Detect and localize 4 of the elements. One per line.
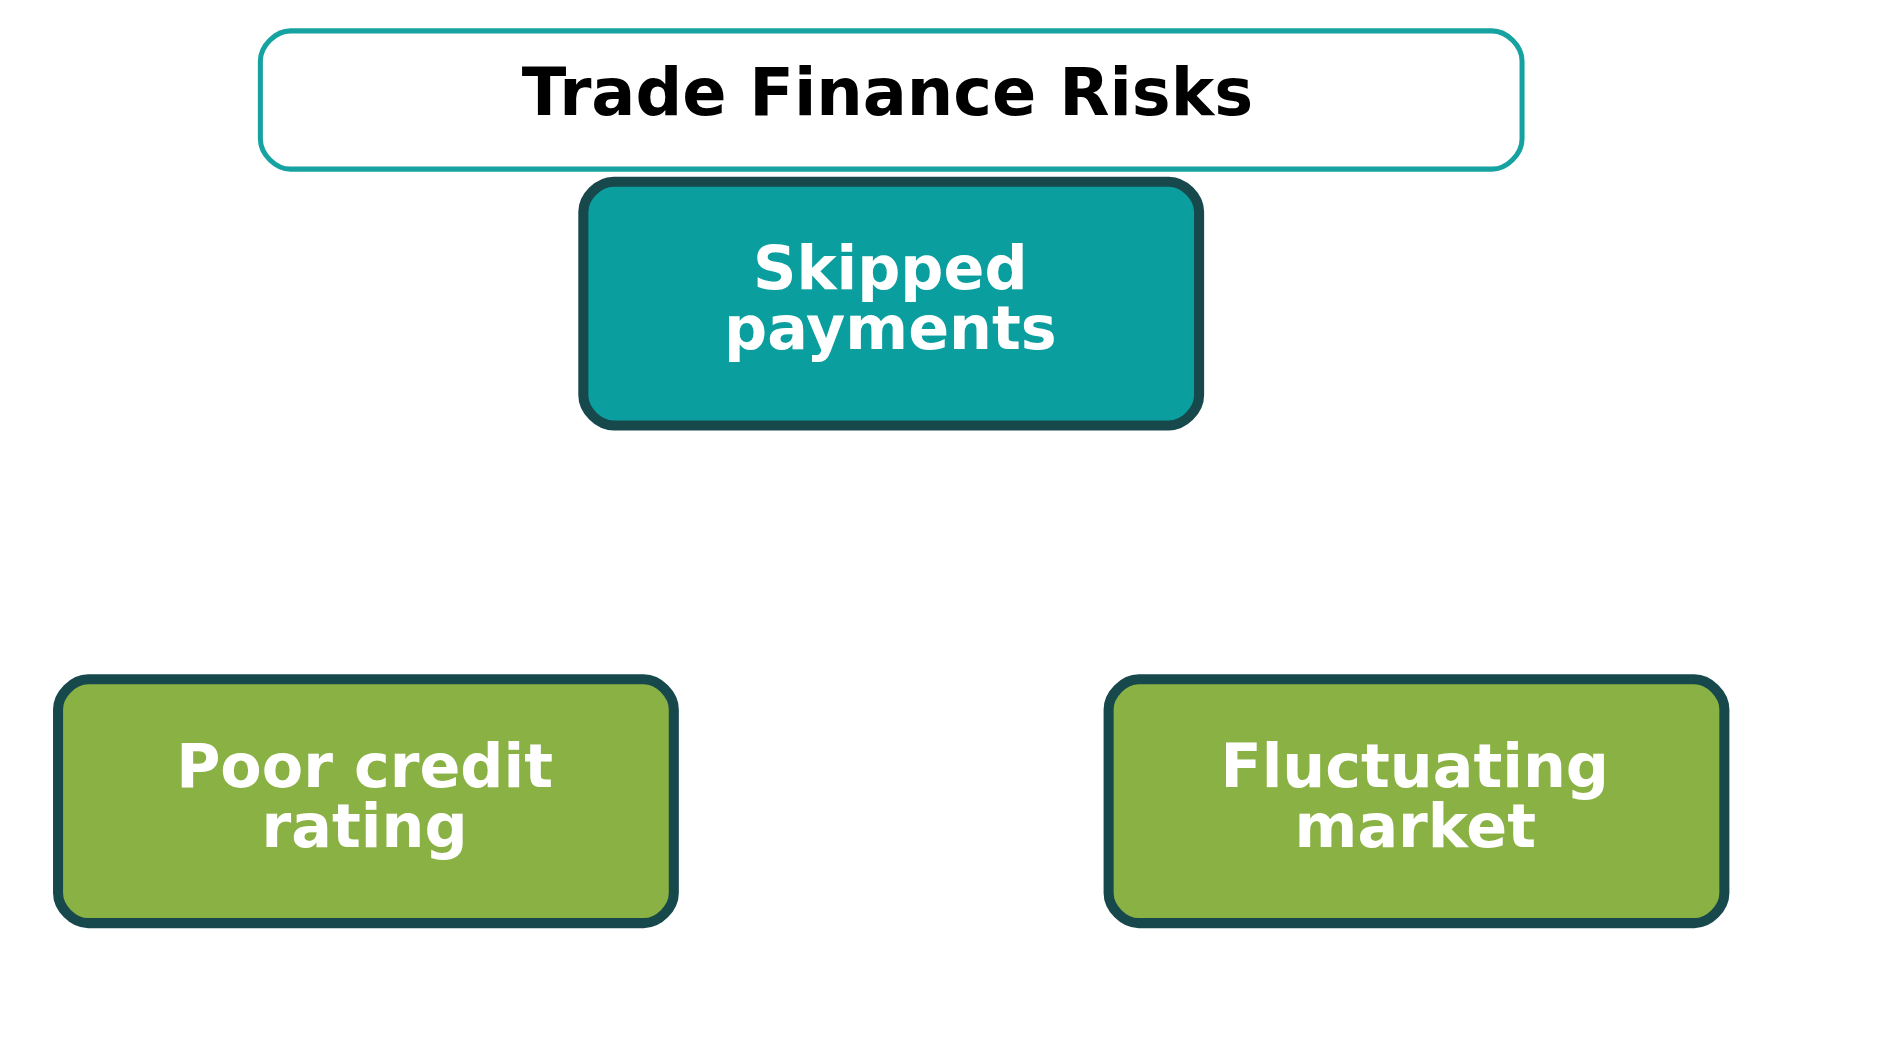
node-box: Fluctuating market bbox=[1103, 674, 1729, 929]
node-box: Skipped payments bbox=[577, 176, 1204, 431]
diagram-title: Trade Finance Risks bbox=[521, 53, 1253, 130]
node-box: Poor credit rating bbox=[52, 674, 679, 929]
